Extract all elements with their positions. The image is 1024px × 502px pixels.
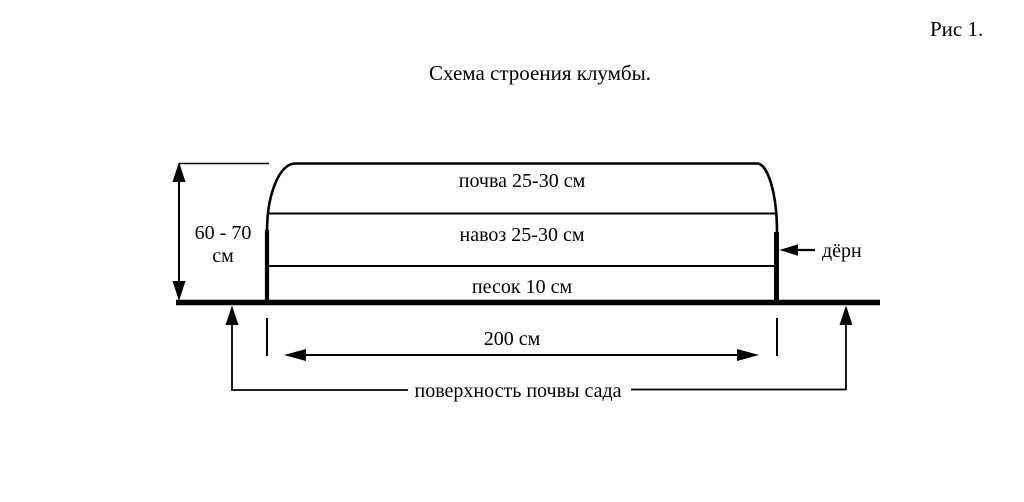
height-dimension-unit: см: [212, 245, 234, 267]
arrowhead-right-icon: [737, 349, 759, 361]
arrowhead-left-icon: [284, 349, 306, 361]
ground-surface-pointer-left: [225, 305, 408, 391]
turf-pointer-arrow: [779, 244, 815, 256]
layer-label-soil: почва 25-30 см: [458, 170, 586, 192]
mound-outline: [265, 162, 779, 302]
figure-number: Рис 1.: [930, 17, 984, 41]
height-dimension-value: 60 - 70: [194, 222, 252, 244]
layer-label-manure: навоз 25-30 см: [459, 224, 585, 246]
arrowhead-up-icon: [172, 162, 186, 182]
arrowhead-up-icon: [839, 305, 853, 325]
ground-surface-pointer-right: [631, 305, 853, 391]
height-dimension-label: 60 - 70 см: [173, 222, 273, 268]
arrowhead-down-icon: [172, 281, 186, 301]
leader-line-right: [631, 322, 847, 391]
width-dimension-label: 200 см: [483, 328, 541, 350]
layer-label-sand: песок 10 см: [471, 276, 573, 298]
turf-label: дёрн: [822, 240, 862, 262]
ground-surface-label: поверхность почвы сада: [414, 380, 622, 402]
width-dimension-arrow: [266, 318, 778, 361]
figure-title: Схема строения клумбы.: [429, 61, 651, 85]
leader-line-left: [231, 322, 408, 391]
height-dimension-arrow: [172, 162, 269, 301]
arrowhead-left-icon: [779, 244, 798, 256]
arrowhead-up-icon: [225, 305, 239, 325]
